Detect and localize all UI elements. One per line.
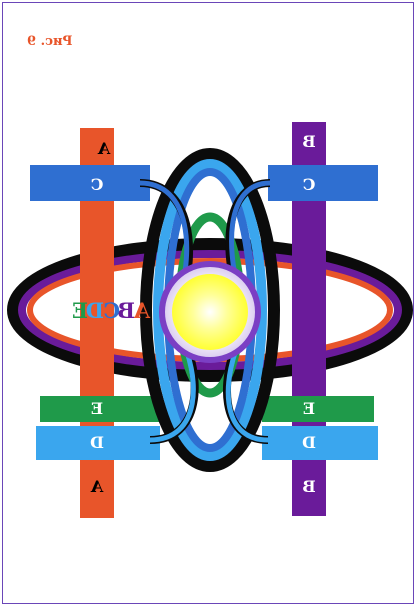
right-c-band <box>268 165 378 201</box>
tab-left-bottom-a: A <box>90 477 104 496</box>
center-text-group: A B C D E <box>72 298 151 323</box>
center-letter-e: E <box>72 298 88 323</box>
tab-right-bottom-d: D <box>302 433 316 452</box>
tab-left-top-a: A <box>97 139 111 158</box>
tab-left-top-c: C <box>91 175 104 194</box>
tab-right-bottom-e: E <box>303 399 315 418</box>
tab-right-top-c: C <box>303 175 316 194</box>
tab-left-bottom-d: D <box>90 433 104 452</box>
right-d-band <box>262 426 378 460</box>
left-c-band <box>30 165 150 201</box>
center-letter-c: C <box>103 298 120 323</box>
tab-left-bottom-e: E <box>91 399 103 418</box>
tab-right-top-b: B <box>302 132 316 151</box>
tab-right-bottom-b: B <box>302 477 316 496</box>
central-sun <box>162 264 258 360</box>
right-e-band <box>262 396 374 422</box>
